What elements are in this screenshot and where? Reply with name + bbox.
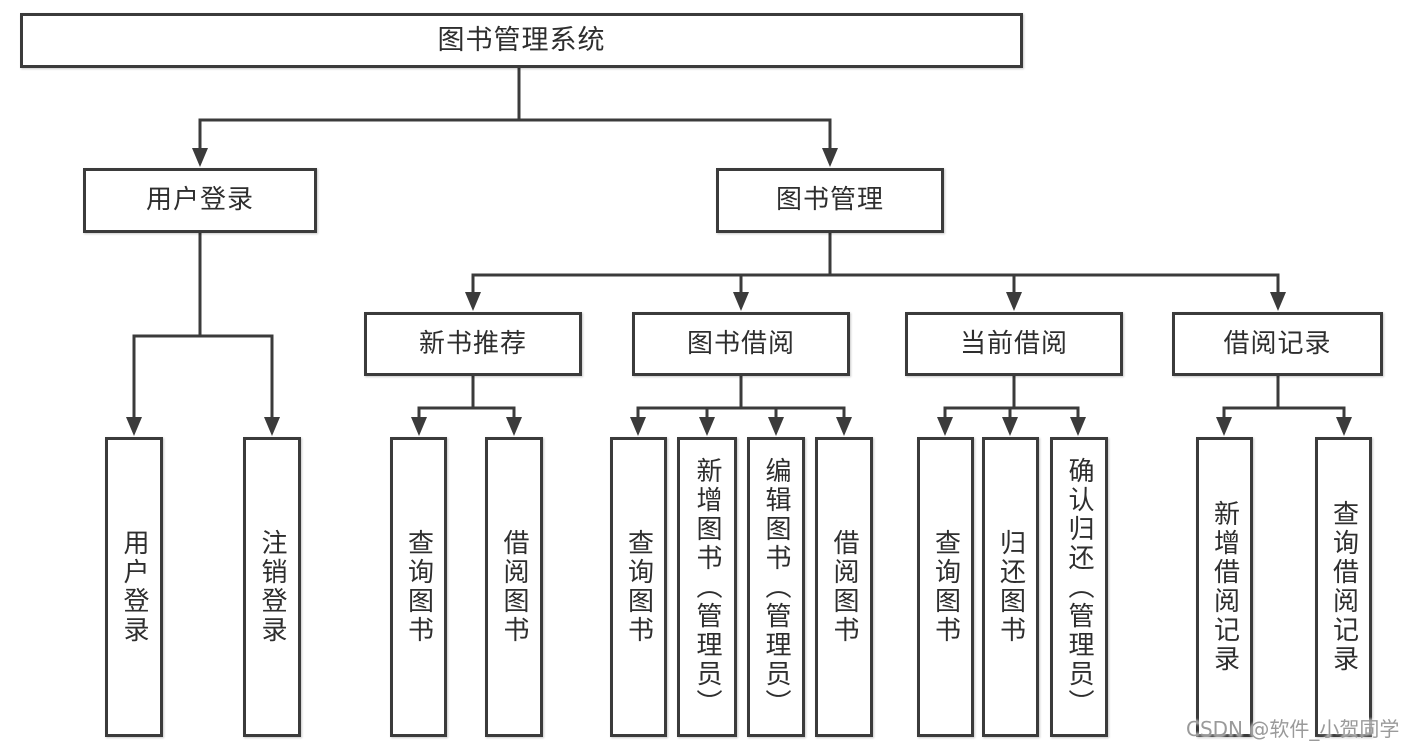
node-label-leaf-borrow-book-1: 借阅图书 — [499, 529, 529, 645]
node-leaf-logout: 注销登录 — [243, 437, 301, 737]
node-label-leaf-query-record: 查询借阅记录 — [1328, 500, 1359, 674]
arrow-head-icon — [264, 417, 280, 436]
node-leaf-borrow-book-2: 借阅图书 — [815, 437, 873, 737]
node-label-leaf-query-book-2: 查询图书 — [623, 529, 654, 645]
node-label-leaf-confirm-return: 确认归还（管理员） — [1064, 456, 1094, 718]
node-leaf-query-book-3: 查询图书 — [917, 437, 974, 737]
arrow-head-icon — [465, 292, 481, 311]
node-leaf-return-book: 归还图书 — [982, 437, 1039, 737]
node-leaf-add-record: 新增借阅记录 — [1196, 437, 1253, 737]
node-book-management: 图书管理 — [716, 168, 944, 233]
node-leaf-edit-book: 编辑图书（管理员） — [747, 437, 805, 737]
arrow-head-icon — [733, 292, 749, 311]
arrow-head-icon — [1002, 417, 1018, 436]
node-label-root: 图书管理系统 — [437, 24, 606, 56]
node-leaf-query-book-2: 查询图书 — [610, 437, 667, 737]
node-leaf-borrow-book-1: 借阅图书 — [485, 437, 543, 737]
arrow-head-icon — [937, 417, 953, 436]
node-label-leaf-query-book-1: 查询图书 — [403, 529, 434, 645]
node-user-login: 用户登录 — [83, 168, 317, 233]
node-current-borrowing: 当前借阅 — [905, 312, 1123, 376]
node-leaf-query-book-1: 查询图书 — [390, 437, 447, 737]
node-root: 图书管理系统 — [20, 13, 1023, 68]
node-label-leaf-return-book: 归还图书 — [995, 529, 1026, 645]
arrow-head-icon — [836, 417, 852, 436]
node-label-book-borrowing: 图书借阅 — [686, 328, 795, 359]
node-label-book-management: 图书管理 — [775, 185, 884, 216]
arrow-head-icon — [1216, 417, 1232, 436]
arrow-head-icon — [1006, 292, 1022, 311]
node-leaf-user-login: 用户登录 — [105, 437, 163, 737]
node-borrowing-records: 借阅记录 — [1172, 312, 1383, 376]
arrow-head-icon — [192, 148, 208, 167]
arrow-head-icon — [1270, 292, 1286, 311]
node-leaf-query-record: 查询借阅记录 — [1315, 437, 1372, 737]
node-label-leaf-add-record: 新增借阅记录 — [1209, 500, 1240, 674]
arrow-head-icon — [822, 148, 838, 167]
node-label-leaf-borrow-book-2: 借阅图书 — [829, 529, 859, 645]
arrow-head-icon — [1070, 417, 1086, 436]
node-label-leaf-query-book-3: 查询图书 — [930, 529, 961, 645]
node-leaf-add-book: 新增图书（管理员） — [677, 437, 737, 737]
node-leaf-confirm-return: 确认归还（管理员） — [1050, 437, 1108, 737]
node-label-new-book-recommend: 新书推荐 — [418, 328, 527, 359]
arrow-head-icon — [506, 417, 522, 436]
arrow-head-icon — [699, 417, 715, 436]
node-label-leaf-add-book: 新增图书（管理员） — [692, 456, 722, 718]
node-label-leaf-user-login: 用户登录 — [119, 529, 149, 645]
node-label-leaf-logout: 注销登录 — [257, 529, 287, 645]
node-label-borrowing-records: 借阅记录 — [1223, 328, 1332, 359]
arrow-head-icon — [411, 417, 427, 436]
node-book-borrowing: 图书借阅 — [632, 312, 850, 376]
node-label-user-login: 用户登录 — [145, 185, 254, 216]
arrow-head-icon — [768, 417, 784, 436]
node-label-current-borrowing: 当前借阅 — [959, 328, 1068, 359]
arrow-head-icon — [1336, 417, 1352, 436]
watermark-text: CSDN @软件_小贺同学 — [1186, 717, 1400, 741]
arrow-head-icon — [630, 417, 646, 436]
arrow-head-icon — [126, 417, 142, 436]
node-label-leaf-edit-book: 编辑图书（管理员） — [761, 456, 791, 718]
node-new-book-recommend: 新书推荐 — [364, 312, 582, 376]
